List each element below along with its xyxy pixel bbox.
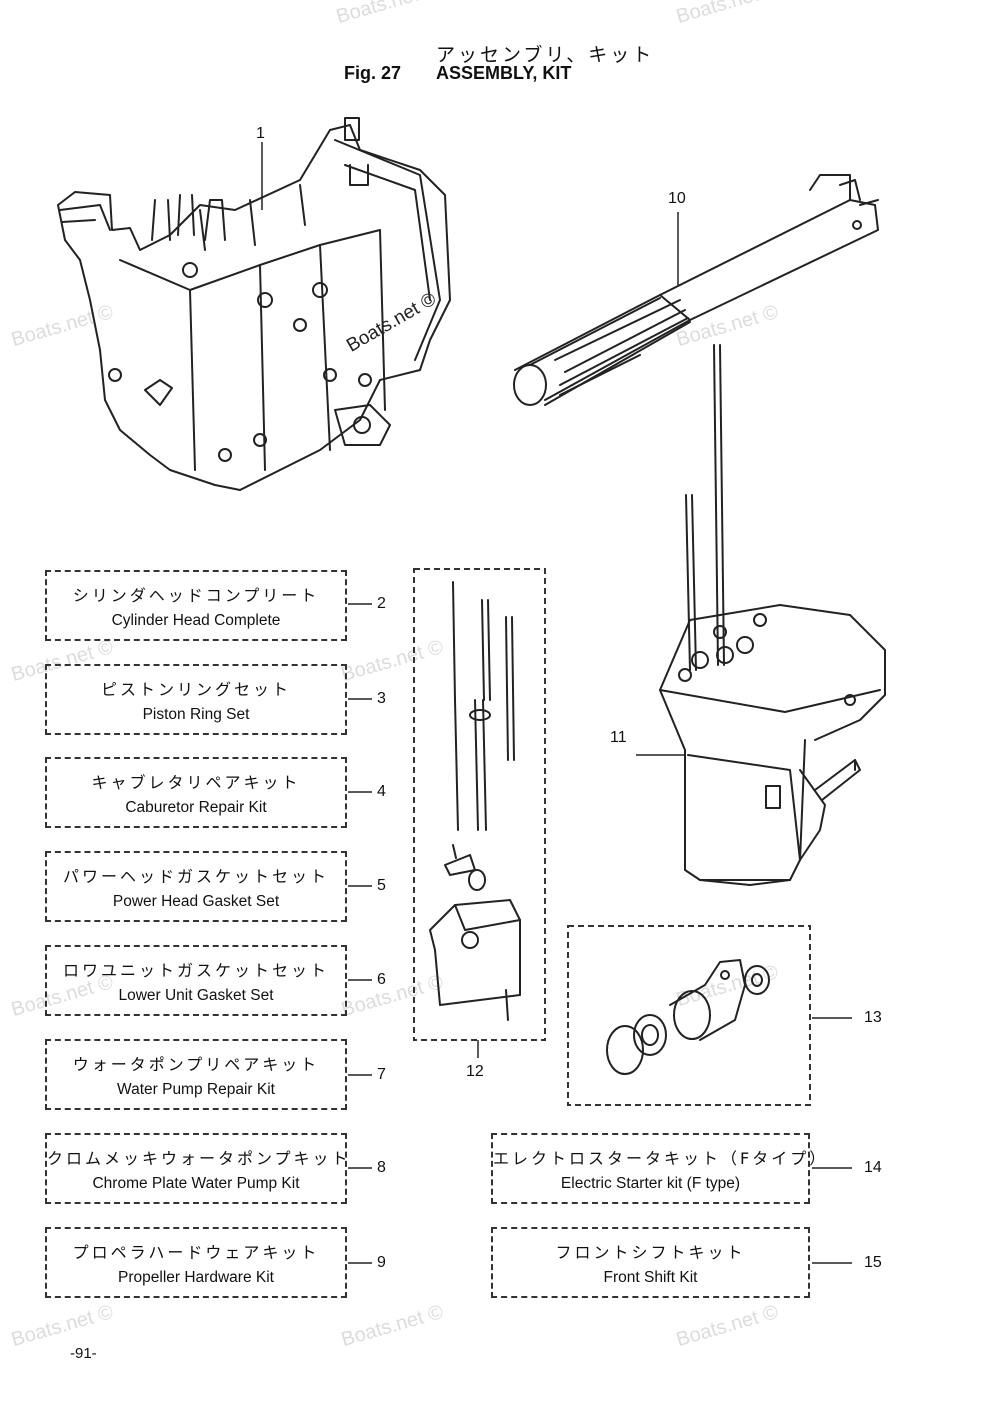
kit-name-japanese: エレクトロスタータキット（Fタイプ）	[493, 1149, 829, 1168]
callout-10: 10	[668, 190, 686, 207]
kit-name-japanese: ロワユニットガスケットセット	[62, 961, 329, 980]
kit-name: Piston Ring Set	[142, 706, 250, 723]
kit-name: Water Pump Repair Kit	[117, 1081, 275, 1098]
kit-number: 3	[377, 690, 386, 707]
kit-number: 7	[377, 1066, 386, 1083]
kit-number: 4	[377, 783, 386, 800]
tiller-handle-illustration	[513, 174, 879, 406]
kit-name-japanese: ピストンリングセット	[100, 680, 291, 699]
kit-name-japanese: プロペラハードウェアキット	[72, 1243, 320, 1262]
cylinder-block-illustration	[57, 117, 451, 491]
page-number: -91-	[70, 1345, 97, 1362]
kit-box: シリンダヘッドコンプリート Cylinder Head Complete	[45, 570, 347, 641]
kit-box: プロペラハードウェアキット Propeller Hardware Kit	[45, 1227, 347, 1298]
kit-number: 6	[377, 971, 386, 988]
kit-name-japanese: キャブレタリペアキット	[91, 773, 301, 792]
kit-name-japanese: フロントシフトキット	[555, 1243, 746, 1262]
kit-box: ロワユニットガスケットセット Lower Unit Gasket Set	[45, 945, 347, 1016]
kit-box: パワーヘッドガスケットセット Power Head Gasket Set	[45, 851, 347, 922]
leader-lines	[261, 142, 852, 1264]
water-pump-parts-illustration	[606, 959, 770, 1075]
shift-rod-parts-illustration	[429, 581, 521, 1021]
kit-name-japanese: シリンダヘッドコンプリート	[72, 586, 320, 605]
kit-box: キャブレタリペアキット Caburetor Repair Kit	[45, 757, 347, 828]
kit-name: Cylinder Head Complete	[111, 612, 281, 629]
kit-number: 5	[377, 877, 386, 894]
kit-name: Lower Unit Gasket Set	[118, 987, 274, 1004]
kit-name: Caburetor Repair Kit	[125, 799, 267, 816]
callout-11: 11	[610, 729, 627, 746]
kit-number: 2	[377, 595, 386, 612]
kit-box: エレクトロスタータキット（Fタイプ） Electric Starter kit …	[491, 1133, 829, 1204]
kit-box: ピストンリングセット Piston Ring Set	[45, 664, 347, 735]
kit-name: Chrome Plate Water Pump Kit	[92, 1175, 300, 1192]
callout-12: 12	[466, 1063, 484, 1080]
callout-13: 13	[864, 1009, 882, 1026]
kit-name-japanese: ウォータポンプリペアキット	[72, 1055, 320, 1074]
figure-label: Fig. 27	[344, 63, 402, 83]
kit-number: 15	[864, 1254, 882, 1271]
kit-name: Electric Starter kit (F type)	[560, 1175, 741, 1192]
callout-1: 1	[256, 125, 265, 142]
kit-number: 8	[377, 1159, 386, 1176]
kit-name: Propeller Hardware Kit	[118, 1269, 274, 1286]
kit-name: Power Head Gasket Set	[112, 893, 280, 910]
kit-name-japanese: パワーヘッドガスケットセット	[62, 867, 329, 886]
kit-box: フロントシフトキット Front Shift Kit	[491, 1227, 810, 1298]
kit-box: ウォータポンプリペアキット Water Pump Repair Kit	[45, 1039, 347, 1110]
kit-name-japanese: クロムメッキウォータポンプキット	[47, 1149, 351, 1168]
kit-name: Front Shift Kit	[603, 1269, 698, 1286]
title-japanese: アッセンブリ、キット	[436, 44, 655, 66]
kit-number: 14	[864, 1159, 882, 1176]
kit-box: クロムメッキウォータポンプキット Chrome Plate Water Pump…	[45, 1133, 351, 1204]
figure-title: ASSEMBLY, KIT	[436, 63, 572, 83]
kit-number: 9	[377, 1254, 386, 1271]
kit-13-frame	[567, 925, 811, 1106]
kit-12-frame	[413, 568, 546, 1041]
lower-unit-illustration	[659, 344, 886, 886]
